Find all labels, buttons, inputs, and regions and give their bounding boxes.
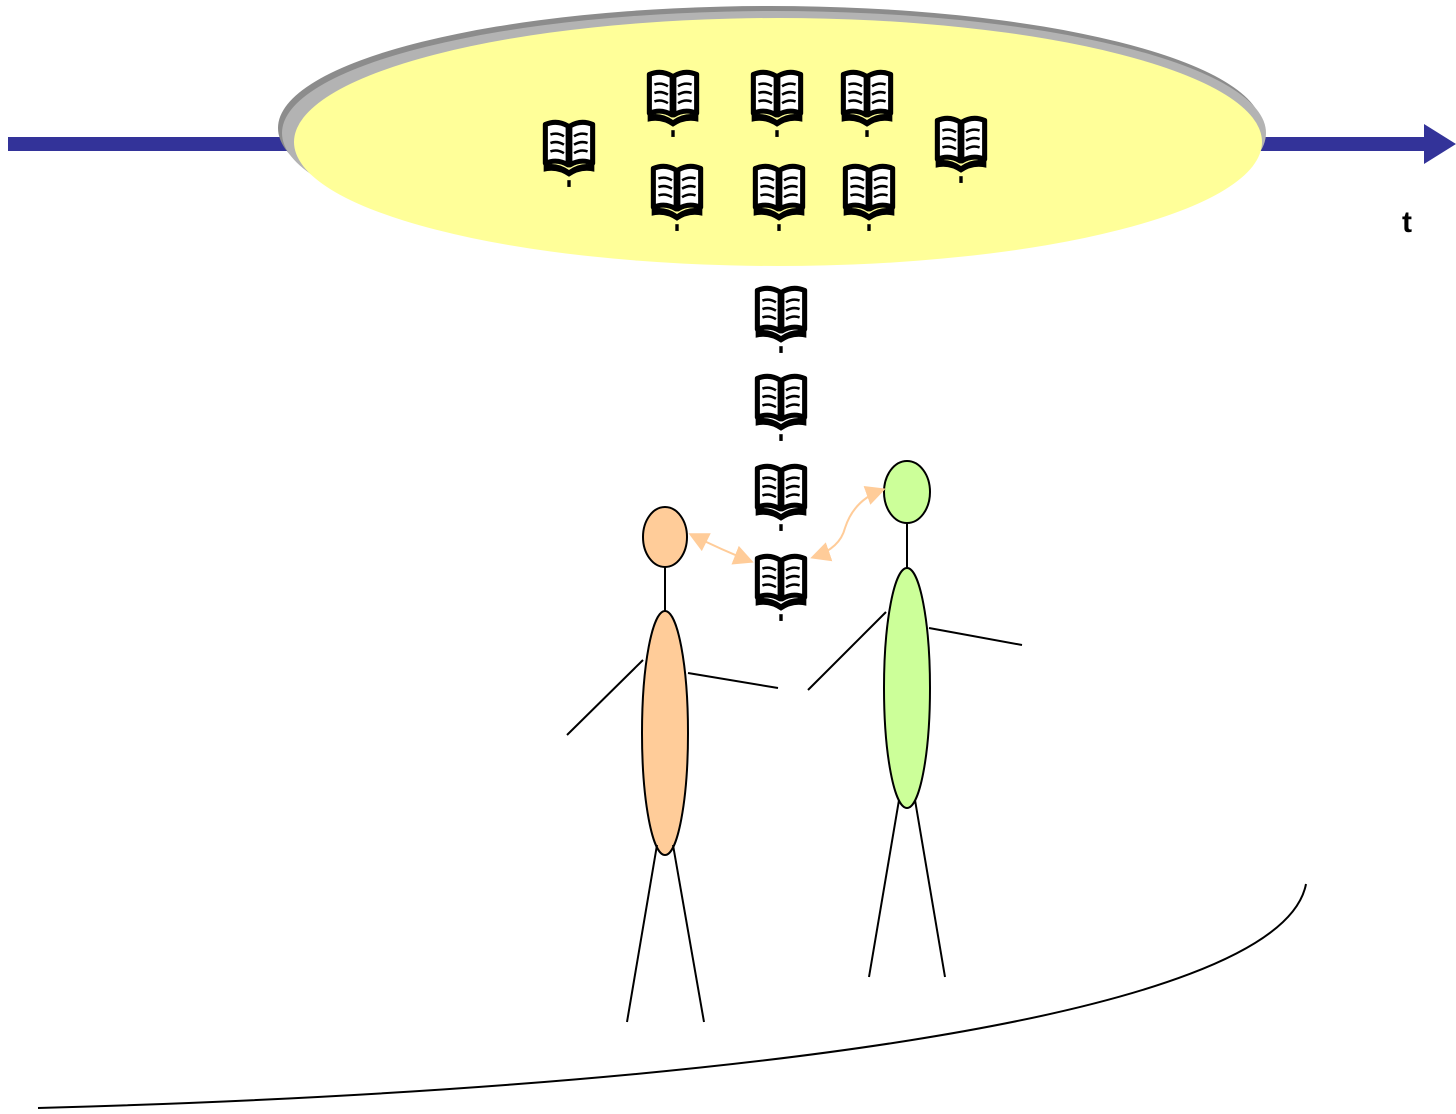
exchange-arrows (688, 485, 886, 565)
open-book-icon (756, 556, 807, 621)
timeline-label: t (1402, 206, 1412, 239)
transfer-chain (756, 288, 807, 621)
open-book-icon (756, 288, 807, 353)
person-green-body (883, 567, 931, 809)
person-orange-body (641, 610, 689, 856)
knowledge-pool (278, 6, 1266, 266)
person-green (807, 460, 1023, 978)
ground-curve (37, 883, 1307, 1109)
person-orange (566, 506, 779, 1023)
exchange-arrow-green (810, 485, 886, 562)
person-orange-head (642, 506, 688, 568)
open-book-icon (756, 466, 807, 531)
open-book-icon (756, 376, 807, 441)
knowledge-pool-fill (294, 18, 1262, 266)
person-green-head (883, 460, 931, 524)
exchange-arrow-orange (688, 533, 754, 565)
